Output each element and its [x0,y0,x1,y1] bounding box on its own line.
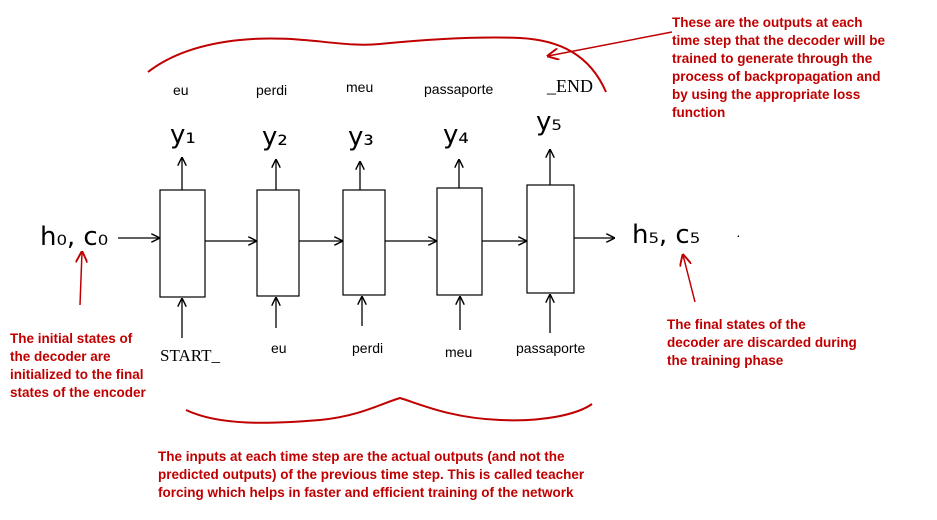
outputs-note-arrow [548,31,673,56]
input-word: perdi [352,340,383,356]
lstm-box [159,189,206,298]
initial-states-note: The initial states of the decoder are in… [10,331,146,400]
input-word: eu [271,340,287,356]
step-cell-3: y₃ meu perdi [342,79,386,356]
initial-states-arrow [80,252,82,306]
outputs-brace [147,36,607,93]
output-symbol: y₅ [536,107,562,137]
target-word: eu [173,82,189,98]
input-word: START_ [160,346,220,365]
output-symbol: y₁ [170,120,196,150]
final-states-arrow [683,255,696,303]
target-word: meu [346,79,373,95]
lstm-box [436,187,483,296]
input-word: passaporte [516,340,585,356]
initial-state-label: h₀, c₀ [40,222,108,252]
step-cell-1: y₁ eu START_ [159,82,220,365]
step-cell-4: y₄ passaporte meu [424,81,493,360]
step-cell-2: y₂ perdi eu [256,82,300,356]
output-symbol: y₃ [348,122,374,152]
inputs-note: The inputs at each time step are the act… [158,449,585,500]
final-states-note: The final states of the decoder are disc… [667,317,857,368]
final-state-label: h₅, c₅ [632,220,700,250]
target-word: perdi [256,82,287,98]
step-cell-5: y₅ _END passaporte [516,76,593,356]
trailing-dot: · [736,227,741,243]
input-word: meu [445,344,472,360]
target-word: passaporte [424,81,493,97]
lstm-box [526,184,575,294]
output-symbol: y₄ [443,120,469,150]
lstm-box [342,189,386,296]
inputs-brace [185,396,593,424]
target-word: _END [546,76,593,96]
outputs-note: These are the outputs at each time step … [672,15,886,120]
output-symbol: y₂ [262,122,288,152]
lstm-box [256,189,300,297]
